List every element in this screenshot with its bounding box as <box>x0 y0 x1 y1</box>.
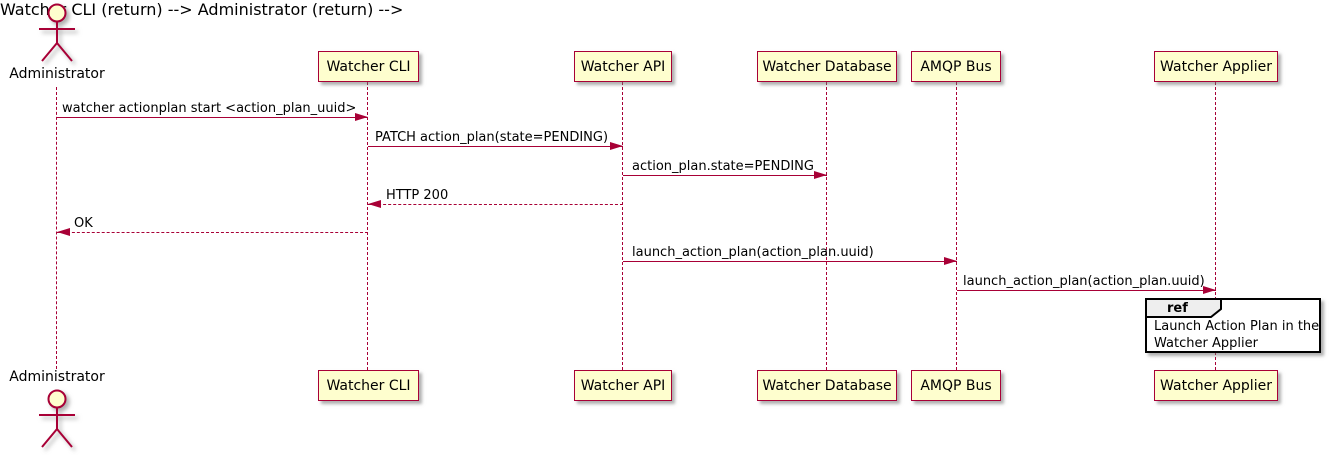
message-label-1: watcher actionplan start <action_plan_uu… <box>62 101 357 116</box>
message-line-4 <box>368 204 623 205</box>
message-label-6: launch_action_plan(action_plan.uuid) <box>632 245 874 260</box>
actor-administrator-icon-bottom <box>39 389 75 448</box>
arrowhead-right-icon <box>355 113 368 121</box>
participant-amqp-bus-top: AMQP Bus <box>911 51 1001 82</box>
arrowhead-right-icon <box>610 142 623 150</box>
ref-text-line2: Watcher Applier <box>1154 336 1258 351</box>
participant-watcher-database-bottom: Watcher Database <box>757 370 897 401</box>
message-line-3 <box>623 175 827 176</box>
actor-administrator-label-top: Administrator <box>9 66 105 82</box>
arrowhead-right-icon <box>1203 286 1216 294</box>
arrowhead-left-icon <box>57 228 70 236</box>
message-line-6 <box>623 261 957 262</box>
participant-watcher-applier-top: Watcher Applier <box>1154 51 1278 82</box>
participant-watcher-cli-bottom: Watcher CLI <box>318 370 419 401</box>
participant-amqp-bus-bottom: AMQP Bus <box>911 370 1001 401</box>
message-line-7 <box>957 290 1216 291</box>
participant-watcher-database-top: Watcher Database <box>757 51 897 82</box>
participant-watcher-api-bottom: Watcher API <box>574 370 672 401</box>
lifeline-administrator <box>56 87 57 369</box>
message-label-3: action_plan.state=PENDING <box>632 159 814 174</box>
lifeline-watcher-applier <box>1215 82 1216 370</box>
ref-keyword: ref <box>1167 301 1188 316</box>
message-label-4: HTTP 200 <box>386 188 449 203</box>
lifeline-watcher-api <box>622 82 623 370</box>
ref-text-line1: Launch Action Plan in the <box>1154 319 1320 334</box>
lifeline-watcher-database <box>826 82 827 370</box>
message-line-1 <box>57 117 368 118</box>
actor-administrator-icon-top <box>39 3 75 62</box>
ref-text: Launch Action Plan in the Watcher Applie… <box>1154 318 1319 352</box>
message-label-7: launch_action_plan(action_plan.uuid) <box>963 274 1205 289</box>
ref-fragment: ref Launch Action Plan in the Watcher Ap… <box>1145 298 1321 353</box>
arrowhead-right-icon <box>944 257 957 265</box>
participant-watcher-api-top: Watcher API <box>574 51 672 82</box>
message-line-2 <box>368 146 623 147</box>
ref-pentagon-icon <box>1145 298 1222 318</box>
message-label-5: OK <box>74 216 93 231</box>
arrowhead-left-icon <box>368 200 381 208</box>
participant-watcher-applier-bottom: Watcher Applier <box>1154 370 1278 401</box>
actor-administrator-label-bottom: Administrator <box>9 369 105 385</box>
participant-watcher-cli-top: Watcher CLI <box>318 51 419 82</box>
arrowhead-right-icon <box>814 171 827 179</box>
message-line-5 <box>57 232 368 233</box>
lifeline-amqp-bus <box>956 82 957 370</box>
lifeline-watcher-cli <box>367 82 368 370</box>
message-label-2: PATCH action_plan(state=PENDING) <box>375 130 609 145</box>
